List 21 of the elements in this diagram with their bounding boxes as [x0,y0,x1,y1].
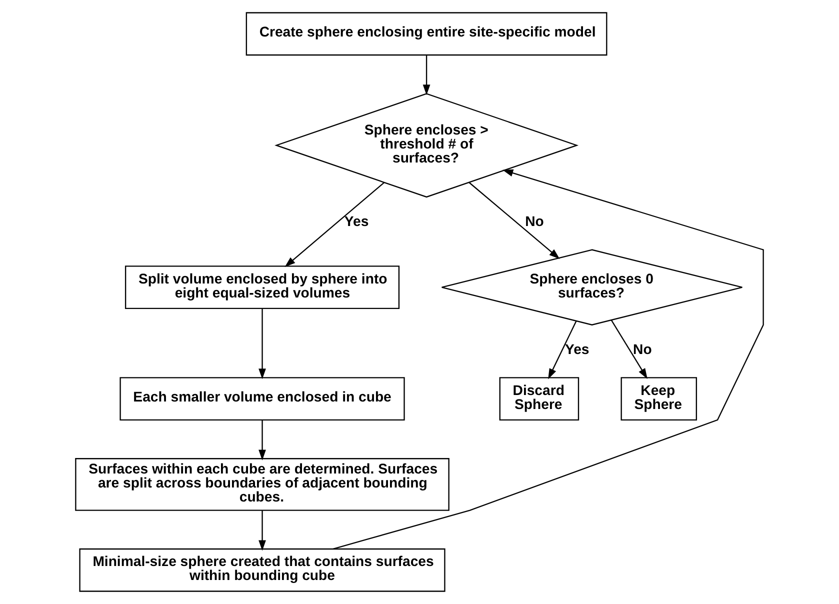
arrow [333,169,764,550]
node-diamond: Sphere encloses > threshold # of surfaces? [274,93,579,198]
edge-label: Yes [565,340,590,357]
arrow [422,55,430,96]
edge-label: No [633,340,652,357]
arrow [258,308,266,380]
arrow [610,320,648,379]
node-box: Discard Sphere [499,377,580,421]
edge-label: Yes [344,212,369,229]
arrow [468,182,560,259]
node-box: Create sphere enclosing entire site-specific model [246,12,608,56]
arrow [258,510,266,551]
node-box: Surfaces within each cube are determined. Surfaces are split across boundaries of adjacent bounding cubes. [75,458,450,511]
node-box: Each smaller volume enclosed in cube [120,377,405,421]
node-box: Minimal-size sphere created that contains surfaces within bounding cube [79,548,446,592]
edge-label: No [525,212,544,229]
node-box: Split volume enclosed by sphere into eight equal-sized volumes [124,266,400,310]
arrow [258,420,266,460]
arrow [548,320,577,380]
node-box: Keep Sphere [620,377,698,421]
arrow [284,182,385,268]
